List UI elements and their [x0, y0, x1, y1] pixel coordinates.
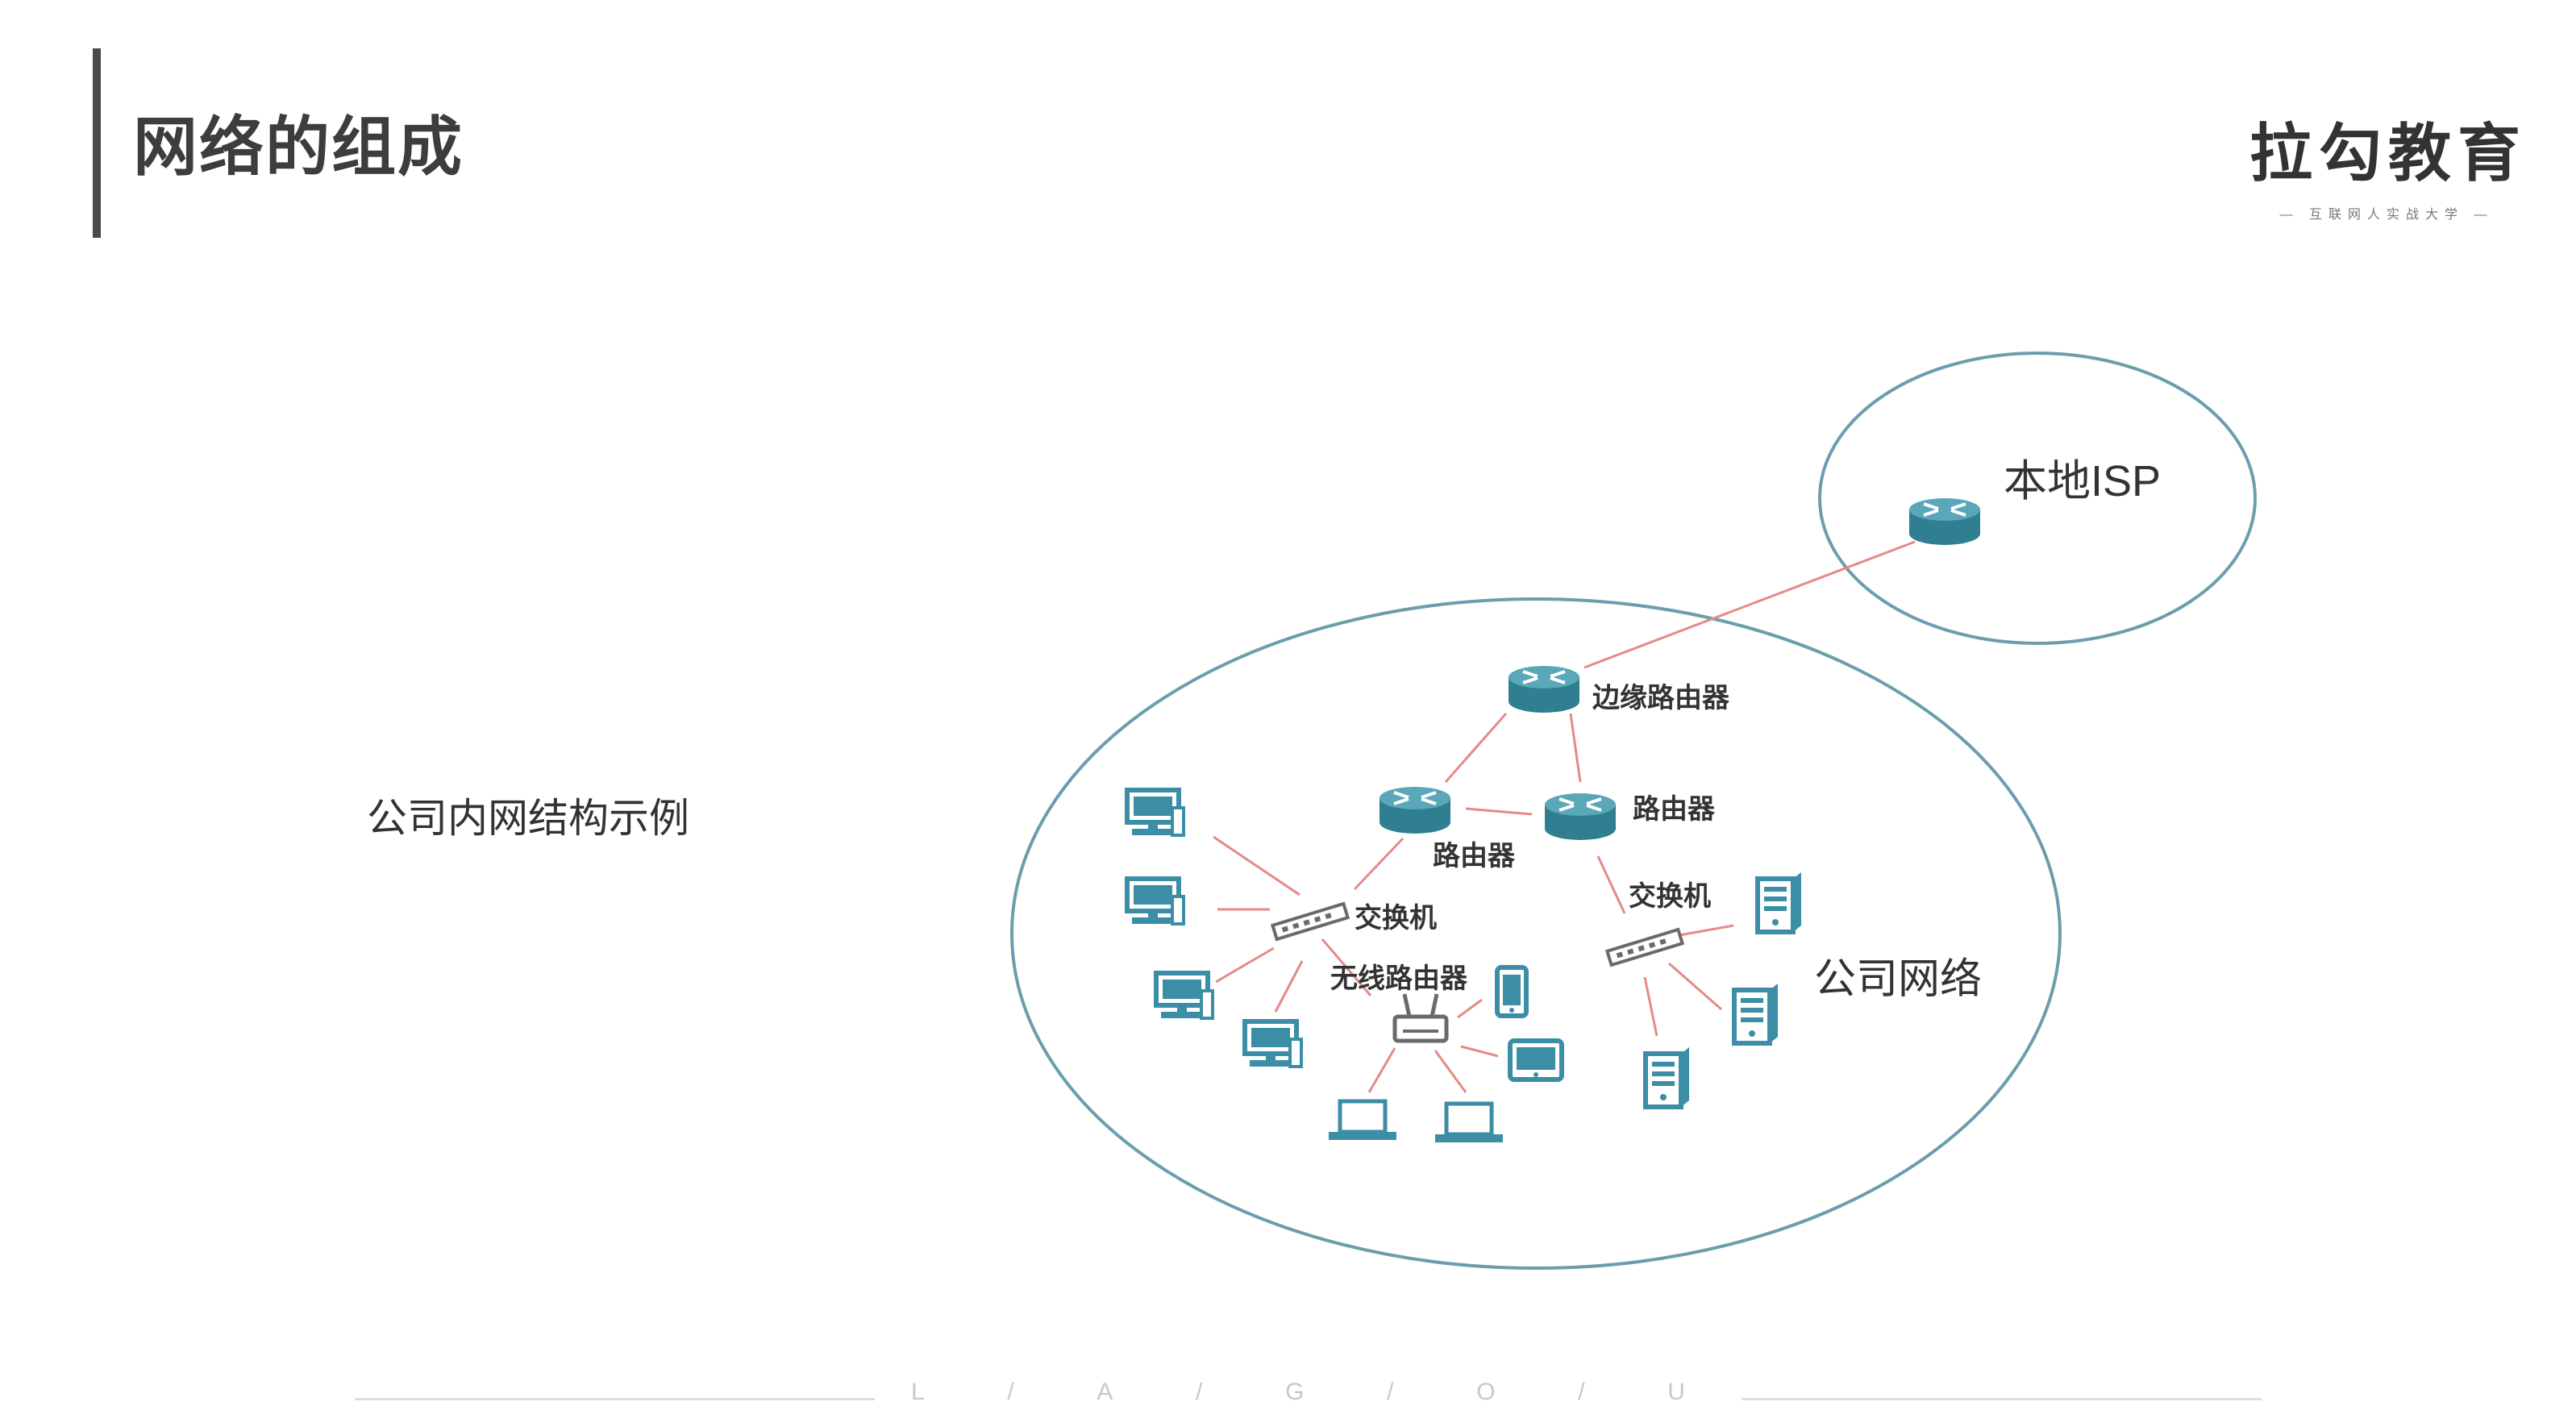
company-network-boundary [1010, 597, 2062, 1270]
wireless-router-label: 无线路由器 [1330, 963, 1468, 994]
footer-separator: / [1007, 1379, 1014, 1405]
link-switch-server2 [1668, 962, 1722, 1011]
footer-letter: O [1476, 1379, 1496, 1405]
footer-brand-letters: L / A / G / O / U [911, 1379, 1685, 1406]
link-switch-pc3 [1215, 946, 1275, 984]
link-wireless-laptop2 [1434, 1050, 1467, 1093]
title-accent-bar [93, 48, 101, 238]
link-router-router [1465, 807, 1533, 816]
desktop-pc-icon [1245, 1021, 1301, 1067]
page-title: 网络的组成 [133, 111, 464, 183]
switch-right-icon [1605, 927, 1684, 967]
link-router-switch-right [1596, 855, 1626, 914]
server-icon [1758, 872, 1801, 932]
link-edge-router-right [1569, 713, 1582, 783]
footer-divider-left [355, 1398, 875, 1400]
footer-separator: / [1578, 1379, 1585, 1405]
laptop-icon [1435, 1104, 1503, 1142]
link-wireless-laptop1 [1367, 1047, 1396, 1093]
footer-letter: G [1285, 1379, 1305, 1405]
edge-router-icon [1507, 664, 1581, 714]
mobile-phone-icon [1497, 967, 1526, 1016]
edge-router-label: 边缘路由器 [1592, 683, 1730, 713]
laptop-icon [1329, 1101, 1396, 1140]
brand-logo: 拉勾教育 — 互联网人实战大学 — [2249, 103, 2524, 223]
server-icon [1734, 984, 1778, 1043]
footer-separator: / [1196, 1379, 1203, 1405]
footer-separator: / [1387, 1379, 1394, 1405]
link-isp-edge [1583, 540, 1916, 669]
router-right-icon [1543, 792, 1617, 842]
link-switch-server3 [1643, 976, 1658, 1037]
wireless-router-icon [1395, 994, 1446, 1041]
router-right-label: 路由器 [1633, 794, 1716, 825]
brand-name: 拉勾教育 [2249, 118, 2528, 189]
switch-left-label: 交换机 [1355, 902, 1437, 934]
footer-letter: A [1097, 1379, 1113, 1405]
desktop-pc-icon [1127, 790, 1184, 835]
brand-slogan: — 互联网人实战大学 — [2279, 208, 2494, 222]
switch-left-icon [1271, 901, 1350, 942]
footer-letter: L [911, 1379, 925, 1405]
isp-router-icon [1908, 497, 1982, 547]
desktop-pc-icon [1156, 973, 1213, 1018]
link-edge-router-left [1444, 713, 1508, 783]
desktop-pc-icon [1127, 879, 1184, 924]
link-wireless-tablet [1460, 1045, 1499, 1058]
link-switch-wireless [1321, 938, 1372, 996]
link-router-switch-left [1353, 837, 1405, 891]
isp-boundary [1818, 352, 2257, 645]
router-left-icon [1378, 785, 1452, 835]
router-left-label: 路由器 [1433, 841, 1516, 871]
server-icon [1646, 1047, 1689, 1107]
link-wireless-phone [1457, 998, 1483, 1019]
switch-right-label: 交换机 [1629, 880, 1711, 912]
tablet-icon [1510, 1041, 1562, 1079]
isp-label: 本地ISP [2004, 457, 2161, 505]
footer-letter: U [1667, 1379, 1685, 1405]
link-switch-pc4 [1274, 960, 1304, 1013]
footer-divider-right [1742, 1398, 2262, 1400]
company-network-label: 公司网络 [1814, 956, 1982, 1003]
diagram-caption: 公司内网结构示例 [367, 796, 689, 841]
link-switch-pc1 [1213, 835, 1300, 896]
